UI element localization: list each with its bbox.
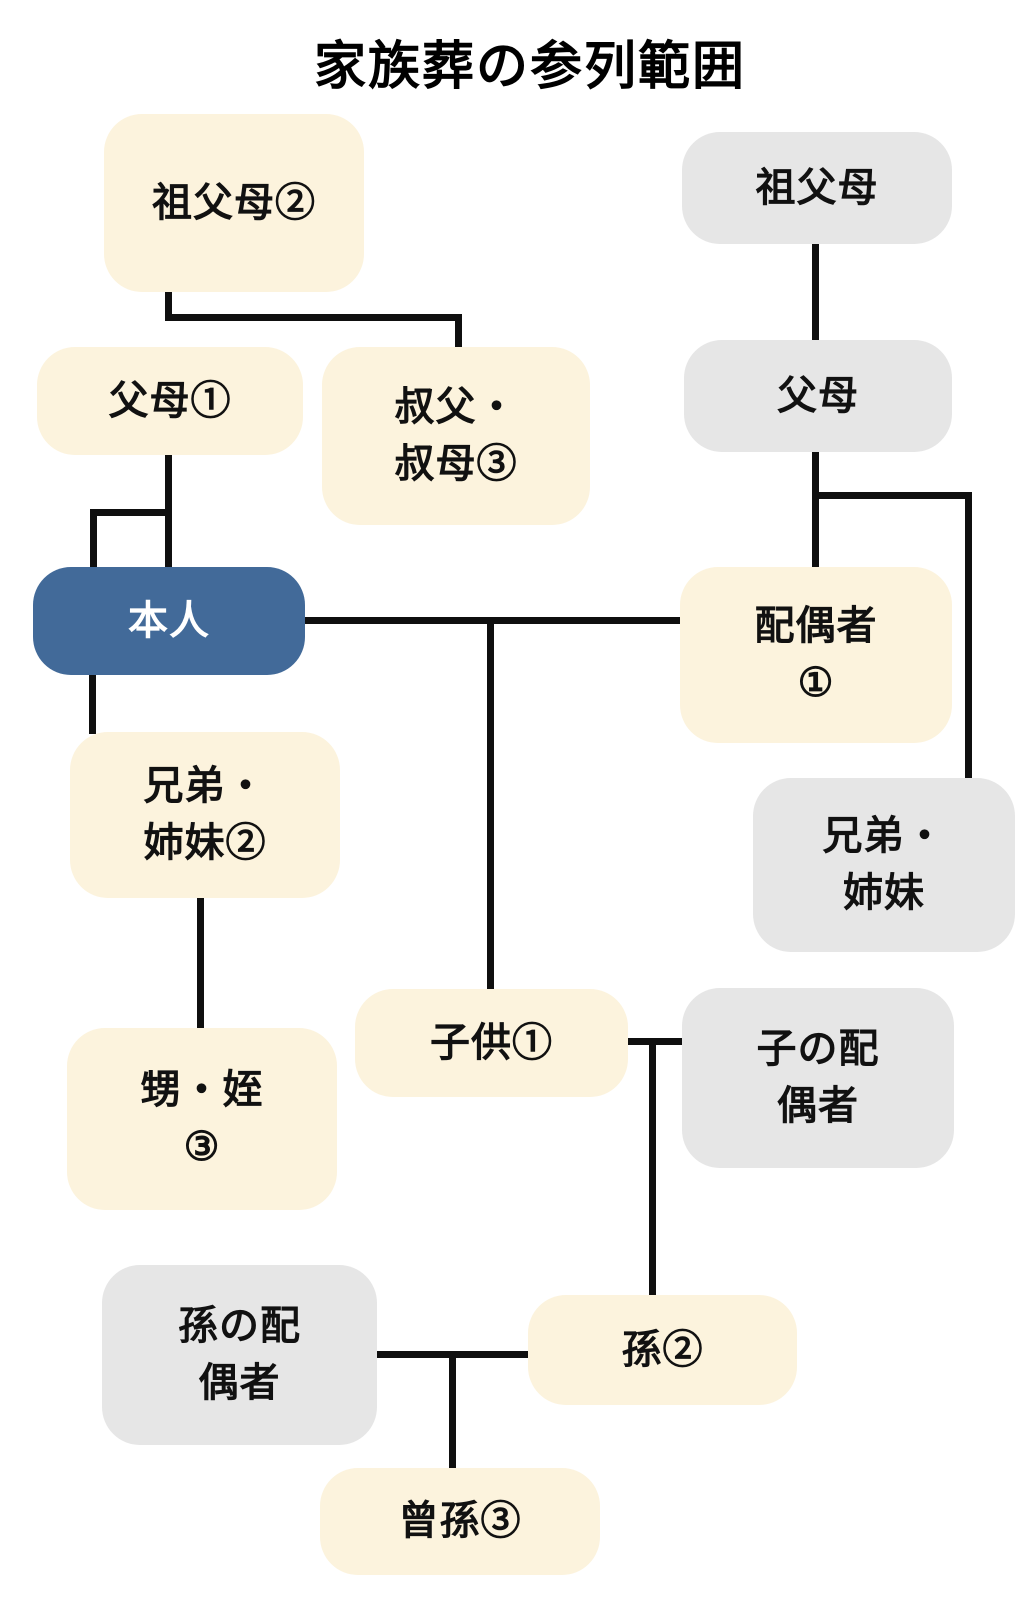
connector-grandparents-down (165, 290, 172, 321)
connector-couple-to-children (487, 617, 494, 991)
connector-grandparents-branch (165, 314, 462, 321)
node-grandchild-spouse: 孫の配 偶者 (102, 1265, 377, 1445)
node-children: 子供① (355, 989, 628, 1097)
connector-siblings-to-nephew (197, 896, 204, 1030)
connector-self-bracket-horizontal (90, 509, 172, 516)
connector-self-to-siblings (89, 673, 96, 734)
node-nephew-niece: 甥・姪 ③ (67, 1028, 337, 1210)
node-self: 本人 (33, 567, 305, 675)
node-uncle-aunt: 叔父・ 叔母③ (322, 347, 590, 525)
node-grandchild: 孫② (528, 1295, 797, 1405)
node-grandparents-self: 祖父母② (104, 114, 364, 292)
diagram-title: 家族葬の参列範囲 (313, 38, 746, 96)
node-spouse: 配偶者 ① (680, 567, 952, 743)
node-siblings-self: 兄弟・ 姉妹② (70, 732, 340, 898)
connector-to-spouse-siblings (965, 492, 972, 780)
connector-self-bracket-down (90, 509, 97, 569)
node-child-spouse: 子の配 偶者 (682, 988, 954, 1168)
node-parents-self: 父母① (37, 347, 303, 455)
connector-couple-to-grandchild (649, 1038, 656, 1297)
node-parents-spouse: 父母 (684, 340, 952, 452)
connector-couple-to-greatgrandchild (449, 1351, 456, 1470)
node-grandparents-spouse: 祖父母 (682, 132, 952, 244)
node-great-grandchild: 曾孫③ (320, 1468, 600, 1575)
connector-to-uncle-aunt (455, 314, 462, 349)
connector-spouse-grandparents-parents (812, 241, 819, 342)
node-siblings-spouse: 兄弟・ 姉妹 (753, 778, 1015, 952)
connector-spouse-parents-down (812, 450, 819, 569)
connector-spouse-parents-branch (812, 492, 972, 499)
